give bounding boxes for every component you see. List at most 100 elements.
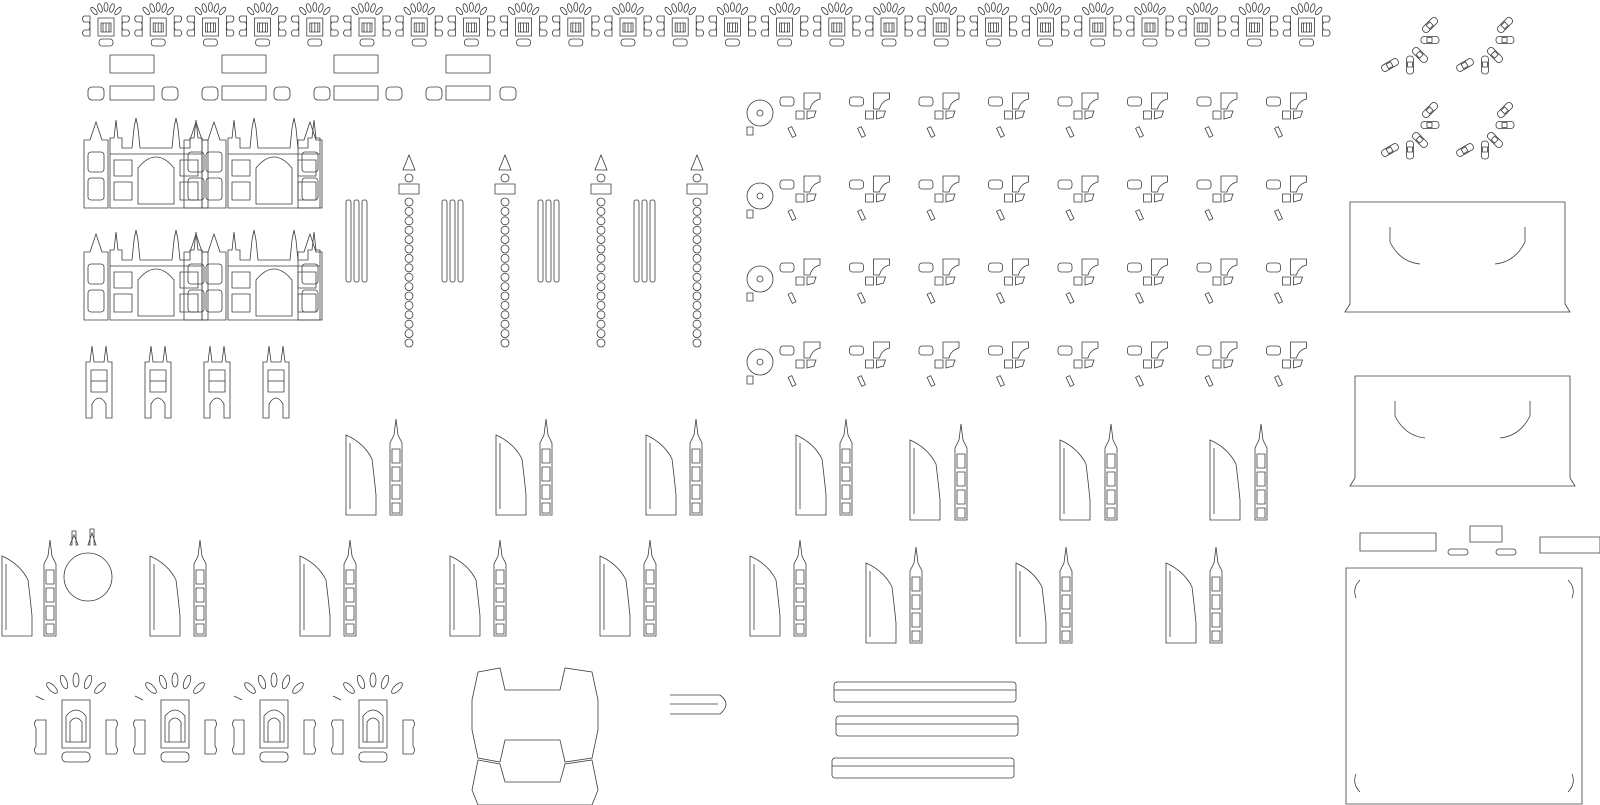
minaret-tower: [343, 539, 357, 637]
crown-ornament: [812, 2, 861, 47]
gear-tab: [747, 210, 753, 218]
wall-panel-lower: [446, 86, 490, 100]
vehicle: [1454, 141, 1476, 159]
arcade-small: [1470, 526, 1502, 542]
pillar-strip: [354, 200, 359, 282]
chain-top: [691, 155, 703, 170]
side-tower: [183, 121, 209, 209]
wall-panel: [446, 55, 490, 73]
pillar-strip: [346, 200, 351, 282]
base-slot: [1395, 401, 1425, 438]
base-slot: [1495, 227, 1525, 264]
pillar-strip: [546, 200, 551, 282]
chain-link: [597, 283, 605, 291]
crown-ornament: [134, 2, 183, 47]
figure: [88, 529, 96, 545]
pillar-strip: [458, 200, 463, 282]
chain-cap: [693, 174, 701, 182]
rotunda-gate: [232, 672, 316, 763]
chain-link: [405, 264, 413, 272]
base-slot: [1500, 401, 1530, 438]
pillar-strip: [642, 200, 647, 282]
chain-head: [687, 184, 707, 194]
curved-wall: [299, 555, 331, 637]
crown-ornament: [238, 2, 287, 47]
crown-ornament: [343, 2, 391, 47]
pillar-strip: [538, 200, 543, 282]
chain-link: [501, 236, 509, 244]
cross-floor: [472, 668, 598, 762]
vehicle: [1454, 56, 1476, 74]
round-disc: [64, 553, 112, 601]
chain-link: [405, 245, 413, 253]
chain-link: [405, 236, 413, 244]
wall-panel: [334, 55, 378, 73]
chain-cap: [597, 174, 605, 182]
curved-wall: [495, 434, 527, 516]
crown-ornament: [917, 2, 966, 47]
curved-wall: [749, 555, 781, 637]
chain-link: [405, 320, 413, 328]
chain-link: [501, 320, 509, 328]
chain-link: [405, 198, 413, 206]
minaret-tower: [1104, 423, 1118, 521]
chain-link: [501, 273, 509, 281]
vehicle: [1379, 56, 1401, 74]
plate-corner-arcs: [1355, 580, 1574, 792]
pillar-strip: [362, 200, 367, 282]
crown-ornament: [447, 2, 496, 47]
gear-hub: [757, 359, 763, 365]
bracket-set: [849, 341, 890, 387]
chain-link: [693, 320, 701, 328]
minaret-tower: [954, 423, 968, 521]
curved-wall: [865, 562, 897, 644]
bracket-set: [918, 92, 960, 138]
curved-wall: [345, 434, 377, 516]
wall-panel-lower: [110, 86, 154, 100]
crown-ornament: [604, 2, 652, 47]
vehicle: [1406, 140, 1414, 160]
bracket-set: [1057, 92, 1099, 138]
vehicle: [1481, 140, 1489, 160]
gear-hub: [757, 193, 763, 199]
chain-link: [597, 264, 605, 272]
wall-panel-lower: [334, 86, 378, 100]
minaret-tower: [793, 539, 807, 637]
gear-tab: [747, 376, 753, 384]
bracket-set: [1266, 341, 1307, 387]
chain-link: [501, 301, 509, 309]
bracket-set: [918, 175, 960, 221]
minaret-tower: [909, 546, 923, 644]
side-tower: [183, 233, 209, 321]
vehicle: [1481, 55, 1489, 75]
minaret-tower: [539, 418, 553, 516]
crown-ornament: [395, 2, 444, 47]
crown-ornament: [290, 2, 339, 47]
curved-wall: [909, 439, 941, 521]
curved-wall: [795, 434, 827, 516]
minaret-tower: [643, 539, 657, 637]
chain-link: [693, 330, 701, 338]
chain-head: [591, 184, 611, 194]
wall-panel: [222, 55, 266, 73]
arcade-strip: [835, 715, 1019, 737]
crown-ornament: [656, 2, 705, 47]
minaret-tower: [389, 418, 403, 516]
small-tile: [274, 87, 290, 100]
bracket-set: [1196, 175, 1238, 221]
chain-link: [693, 311, 701, 319]
vehicle: [1495, 36, 1515, 44]
pillar-strip: [450, 200, 455, 282]
side-tower: [83, 121, 109, 209]
chain-link: [405, 226, 413, 234]
bracket-set: [988, 341, 1029, 387]
crown-ornament: [186, 2, 235, 47]
bracket-set: [1266, 92, 1307, 138]
small-tile: [314, 87, 330, 100]
base-slot: [1390, 227, 1420, 264]
bracket-set: [849, 175, 890, 221]
crown-ornament: [499, 2, 548, 47]
bracket-set: [1266, 258, 1307, 304]
rail-piece: [670, 695, 726, 714]
